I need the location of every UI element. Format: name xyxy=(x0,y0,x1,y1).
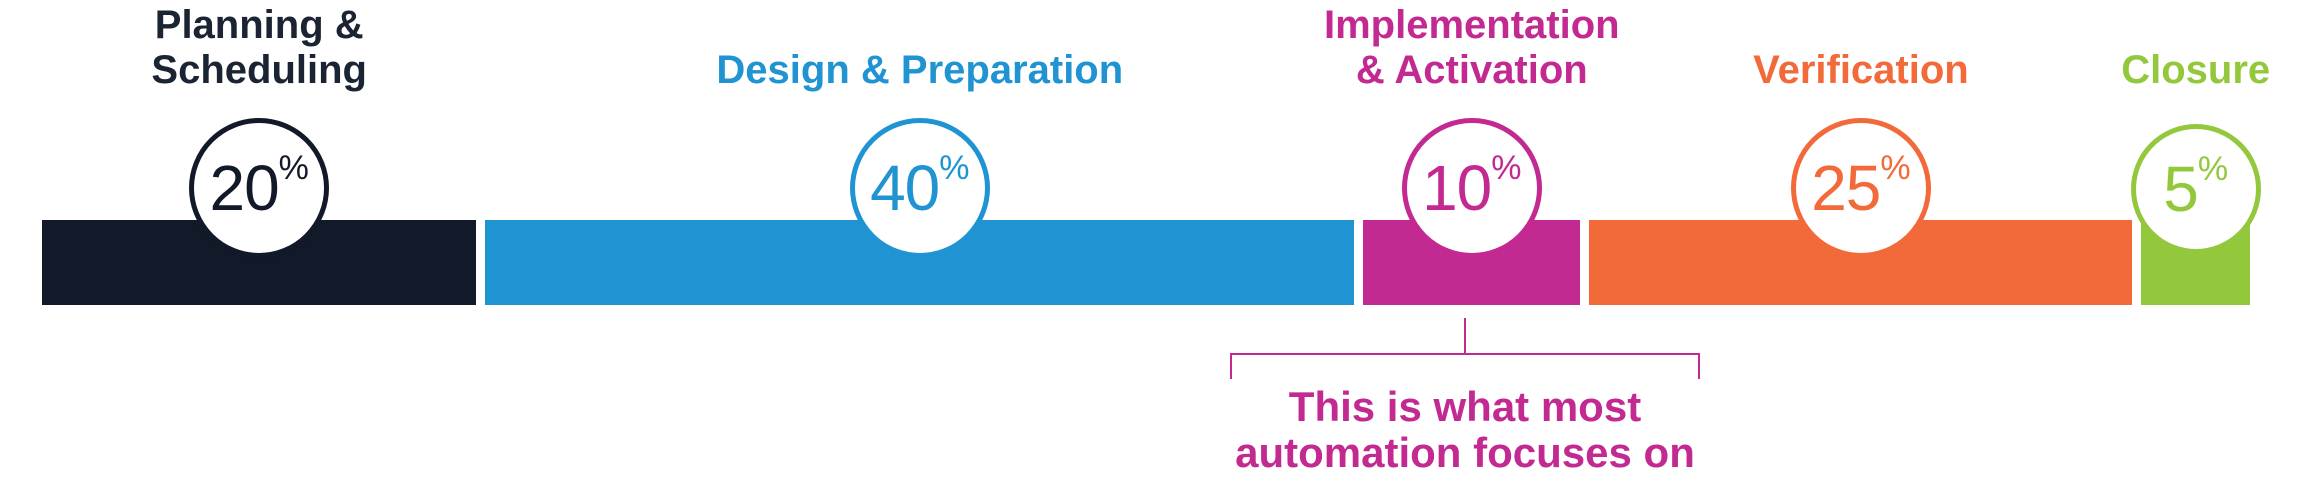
phase-segment-closure: Closure 5% xyxy=(2121,0,2270,477)
annotation-bracket-left-tick xyxy=(1230,353,1232,379)
phase-label: Implementation & Activation xyxy=(1324,3,1620,92)
annotation-text-line2: automation focuses on xyxy=(1235,429,1695,476)
phase-segment-implementation-activation: Implementation & Activation 10% xyxy=(1324,0,1620,477)
phase-segment-verification: Verification 25% xyxy=(1589,0,2133,477)
percent-sign: % xyxy=(1491,148,1522,187)
percent-sign: % xyxy=(2197,149,2229,188)
percent-value: 25 xyxy=(1811,152,1881,224)
phase-label: Design & Preparation xyxy=(716,48,1124,92)
phase-segment-design-preparation: Design & Preparation 40% xyxy=(485,0,1355,477)
phase-label: Closure xyxy=(2121,48,2271,92)
phase-label: Planning & Scheduling xyxy=(151,3,367,92)
percent-value: 5 xyxy=(2163,153,2199,225)
annotation-stem-line xyxy=(1464,318,1466,353)
annotation-text-line1: This is what most xyxy=(1288,383,1642,430)
annotation-text: This is what most automation focuses on xyxy=(1165,384,1765,476)
percent-sign: % xyxy=(1880,148,1911,187)
annotation-bracket-right-tick xyxy=(1698,353,1700,379)
percent-value: 20 xyxy=(209,152,279,224)
percent-badge: 5% xyxy=(2130,124,2261,254)
annotation-bracket-line xyxy=(1230,353,1700,379)
percent-badge: 25% xyxy=(1790,118,1931,258)
annotation-callout: This is what most automation focuses on xyxy=(1230,318,1700,476)
percent-value: 10 xyxy=(1422,152,1492,224)
percent-sign: % xyxy=(278,148,309,187)
percent-badge: 20% xyxy=(189,118,330,258)
percent-badge: 10% xyxy=(1401,118,1542,258)
phase-segment-planning-scheduling: Planning & Scheduling 20% xyxy=(42,0,477,477)
phase-label: Verification xyxy=(1753,48,1969,92)
percent-badge: 40% xyxy=(849,118,990,258)
segments-row: Planning & Scheduling 20% Design & Prepa… xyxy=(42,0,2270,477)
percent-sign: % xyxy=(939,148,970,187)
percent-value: 40 xyxy=(870,152,940,224)
